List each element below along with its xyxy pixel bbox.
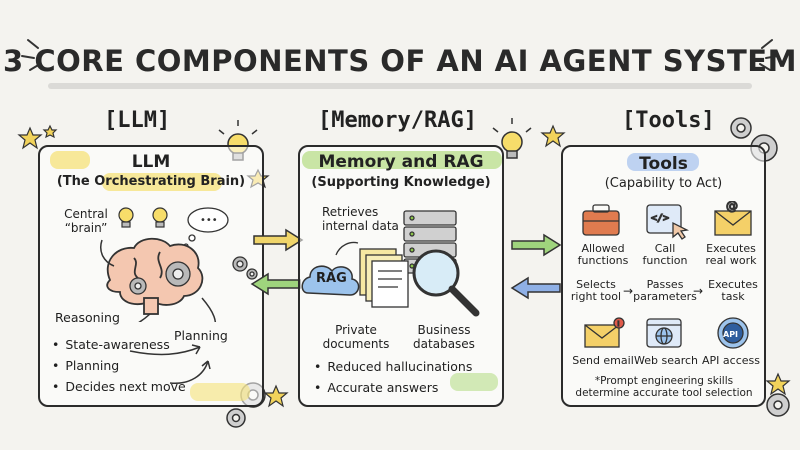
llm-title: LLM <box>131 152 171 172</box>
cloud-icon <box>301 265 360 296</box>
api-access-label: API access <box>702 354 760 367</box>
api-badge-icon <box>717 317 749 349</box>
arrow-llm-to-memory <box>253 228 304 252</box>
highlight <box>50 151 90 169</box>
thought-cloud-icon <box>183 207 229 249</box>
tools-subtitle: (Capability to Act) <box>604 176 723 191</box>
panel-tools: Tools (Capability to Act) </> @ Allowed … <box>561 145 766 407</box>
business-databases-label: Business databases <box>413 323 475 351</box>
llm-bullet: Decides next move <box>52 379 185 394</box>
send-email-label: Send email <box>572 354 634 367</box>
executes-real-work-label: Executes real work <box>705 242 757 267</box>
tools-title: Tools <box>639 154 688 174</box>
panel-llm: LLM (The Orchestrating Brain) Central “b… <box>38 145 264 407</box>
lightbulb-icon <box>492 118 532 159</box>
arrow-memory-to-tools <box>511 233 562 257</box>
envelope-icon: ! <box>584 317 625 348</box>
code-window-icon: </> <box>646 204 690 240</box>
rag-label: RAG <box>316 271 347 286</box>
svg-text:!: ! <box>617 320 620 328</box>
rag-illustration <box>301 210 480 317</box>
flow-arrow-icon: → <box>693 284 704 298</box>
lightbulb-icon <box>118 207 168 228</box>
svg-text:</>: </> <box>651 213 669 224</box>
highlight <box>302 151 502 169</box>
planning-label: Planning <box>174 328 228 343</box>
retrieves-label: Retrieves internal data <box>322 205 399 233</box>
highlight <box>450 373 498 391</box>
column-heading-tools: [Tools] <box>622 108 715 133</box>
title-sparkles <box>21 39 779 71</box>
flow-step-execute: Executes task <box>708 278 758 303</box>
toolbox-icon <box>582 204 620 236</box>
gear-icon <box>129 256 258 295</box>
llm-bullet: State-awareness <box>52 337 169 352</box>
memory-bullet: Accurate answers <box>314 380 438 395</box>
highlight <box>627 153 699 171</box>
tools-row2-icons: ! <box>584 317 749 349</box>
page-title: 3 CORE COMPONENTS OF AN AI AGENT SYSTEM <box>3 44 797 78</box>
llm-subtitle: (The Orchestrating Brain) <box>56 174 246 189</box>
reasoning-label: Reasoning <box>55 310 120 325</box>
svg-text:•••: ••• <box>200 215 218 226</box>
web-search-label: Web search <box>633 354 699 367</box>
panel-memory: Memory and RAG (Supporting Knowledge) Re… <box>298 145 504 407</box>
document-stack-icon <box>359 248 409 308</box>
brain-illustration: ••• <box>100 207 258 322</box>
column-heading-memory: [Memory/RAG] <box>318 108 477 133</box>
api-badge-text: API <box>723 330 739 339</box>
flow-step-pass: Passes parameters <box>633 278 697 303</box>
tools-footnote: *Prompt engineering skills determine acc… <box>575 375 753 399</box>
flow-step-select: Selects right tool <box>570 278 622 303</box>
globe-window-icon <box>646 318 682 348</box>
tools-row1-icons: </> @ <box>582 201 752 240</box>
svg-text:@: @ <box>726 201 738 213</box>
allowed-functions-label: Allowed functions <box>577 242 629 267</box>
title-underline <box>48 83 752 89</box>
magnifier-icon <box>412 249 480 317</box>
column-heading-llm: [LLM] <box>104 108 171 133</box>
central-brain-label: Central “brain” <box>64 207 108 235</box>
flow-arrow-icon: → <box>623 284 634 298</box>
arrow-tools-to-memory <box>510 276 561 300</box>
call-function-label: Call function <box>642 242 688 267</box>
highlight <box>102 173 222 191</box>
memory-bullet: Reduced hallucinations <box>314 359 472 374</box>
arrow-memory-to-llm <box>250 272 301 296</box>
envelope-icon: @ <box>714 201 752 236</box>
llm-bullet: Planning <box>52 358 119 373</box>
memory-title: Memory and RAG <box>318 152 484 172</box>
memory-subtitle: (Supporting Knowledge) <box>311 175 491 190</box>
highlight <box>190 383 250 401</box>
private-documents-label: Private documents <box>322 323 390 351</box>
